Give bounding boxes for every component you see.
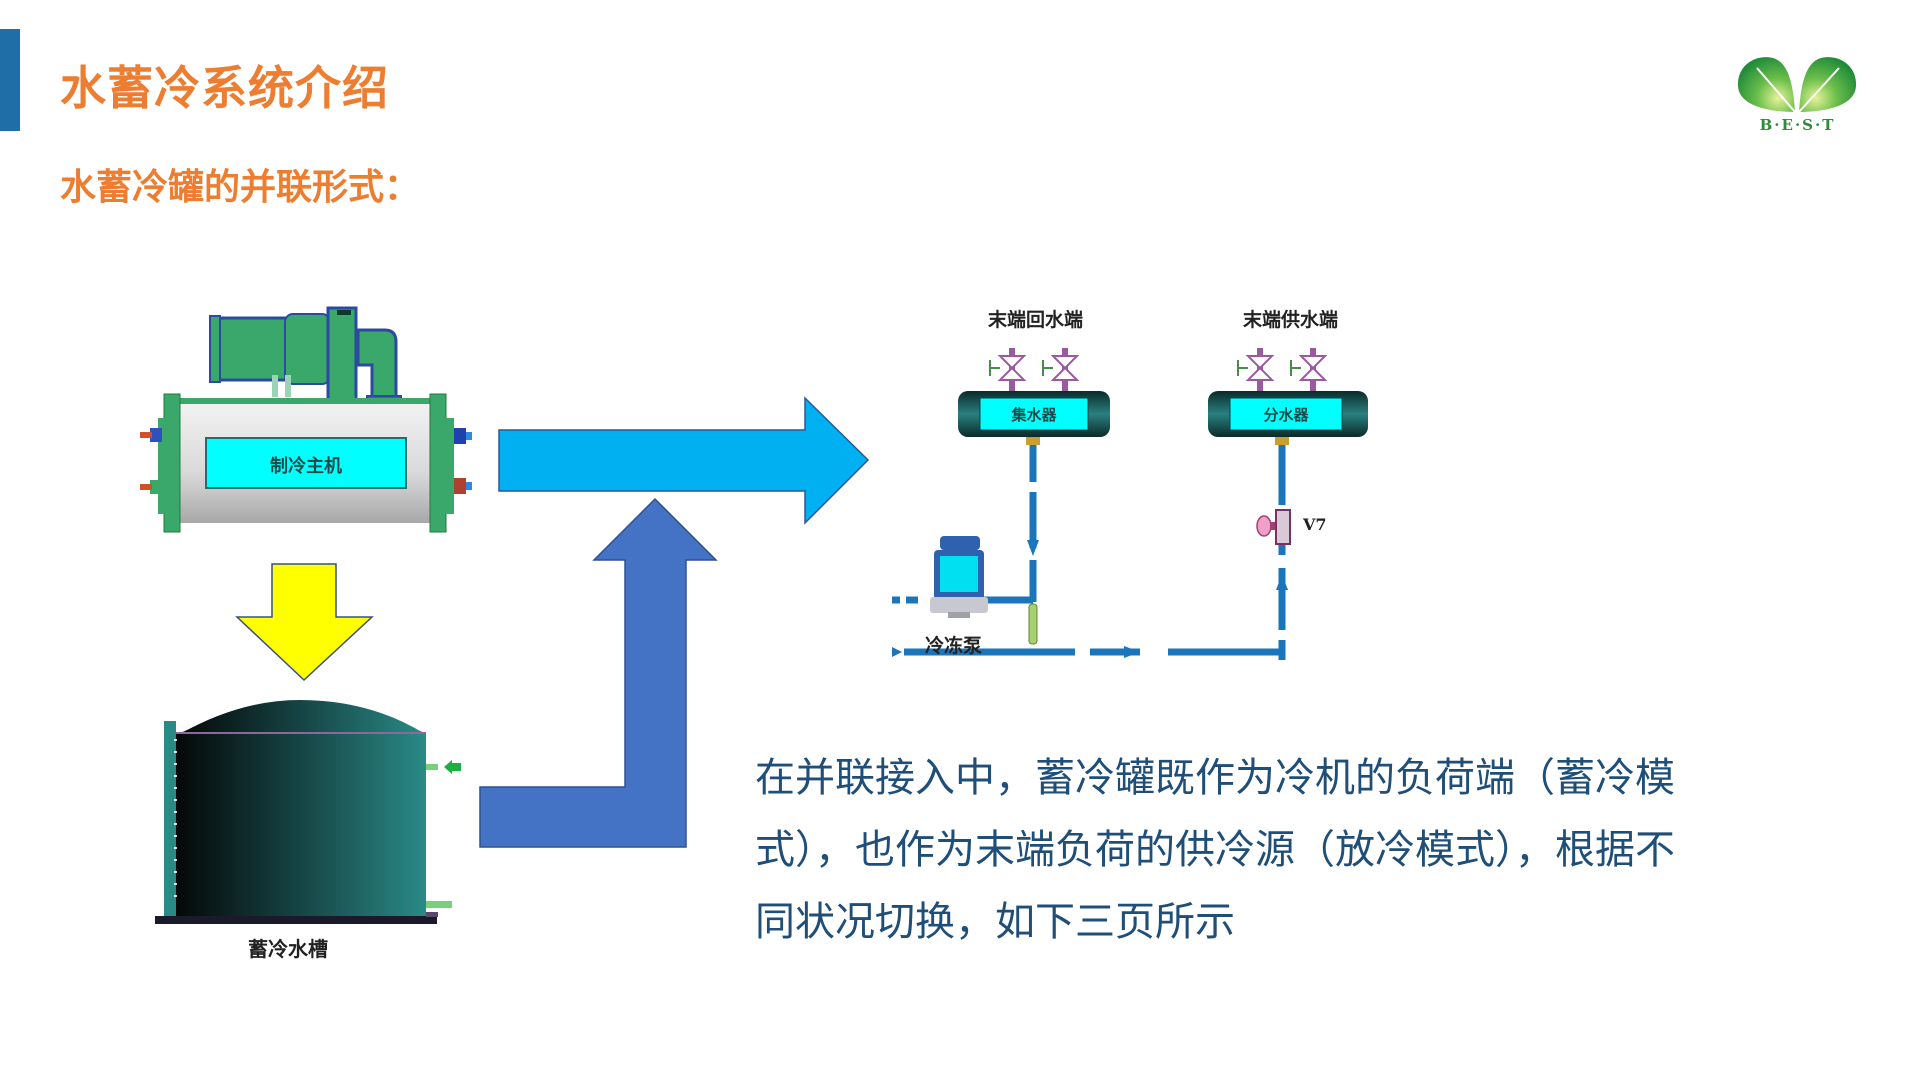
- flow-arrow-in: [892, 647, 902, 657]
- logo-text: B·E·S·T: [1759, 116, 1836, 134]
- accent-bar: [0, 29, 20, 131]
- chilled-water-pump-icon: [930, 536, 988, 618]
- description-text: 在并联接入中，蓄冷罐既作为冷机的负荷端（蓄冷模式），也作为末端负荷的供冷源（放冷…: [755, 755, 1675, 945]
- best-logo: B·E·S·T: [1735, 50, 1860, 140]
- valve-v7-label: V7: [1303, 515, 1327, 534]
- tank-to-load-arrow: [479, 497, 718, 848]
- chiller-icon: [140, 306, 472, 533]
- chiller-label: 制冷主机: [270, 456, 342, 477]
- valve-v7-icon: [1256, 509, 1291, 545]
- pump-label: 冷冻泵: [925, 635, 983, 657]
- chiller-to-load-arrow: [498, 396, 870, 525]
- section-subtitle: 水蓄冷罐的并联形式：: [60, 167, 421, 208]
- page-title: 水蓄冷系统介绍: [60, 61, 389, 115]
- storage-tank-label: 蓄冷水槽: [248, 937, 328, 961]
- distributor-label: 分水器: [1263, 406, 1309, 424]
- terminal-supply-valves: [1237, 348, 1328, 392]
- terminal-supply-label: 末端供水端: [1243, 309, 1339, 331]
- chilled-water-pipes: [892, 445, 1286, 660]
- distributor-manifold-icon: [1208, 391, 1368, 445]
- flow-arrow-right: [1124, 646, 1140, 658]
- flow-arrow-up: [1276, 574, 1288, 590]
- twin-leaf-logo-icon: [1737, 57, 1857, 113]
- piping-schematic: [892, 348, 1368, 660]
- terminal-return-valves: [989, 348, 1080, 392]
- chiller-to-tank-arrow: [235, 563, 374, 682]
- collector-manifold-icon: [958, 391, 1110, 445]
- collector-label: 集水器: [1011, 406, 1057, 424]
- water-tank-icon: [155, 700, 461, 924]
- flow-arrow-down: [1027, 540, 1039, 556]
- terminal-return-label: 末端回水端: [988, 309, 1084, 331]
